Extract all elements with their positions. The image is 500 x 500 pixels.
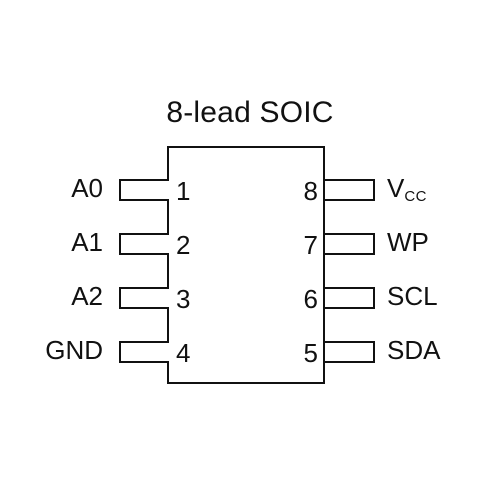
pin-7-number: 7 (303, 230, 318, 260)
pin-8-label-subscript: CC (404, 188, 428, 205)
pin-1-number: 1 (176, 176, 191, 206)
pin-8-label: VCC (387, 173, 427, 208)
pin-8-lead (325, 179, 375, 201)
pin-5-lead (325, 341, 375, 363)
pin-7-label: WP (387, 227, 429, 257)
pin-4-number: 4 (176, 338, 191, 368)
pin-2-lead (119, 233, 169, 255)
pin-7-lead (325, 233, 375, 255)
package-title: 8-lead SOIC (166, 96, 334, 129)
chip-body (167, 146, 325, 384)
pin-4-label: GND (45, 335, 103, 365)
pin-3-label: A2 (71, 281, 103, 311)
pin-2-number: 2 (176, 230, 191, 260)
pin-6-label: SCL (387, 281, 438, 311)
pin-3-lead (119, 287, 169, 309)
pin-4-lead (119, 341, 169, 363)
pin-2-label: A1 (71, 227, 103, 257)
pin-3-number: 3 (176, 284, 191, 314)
pin-1-label: A0 (71, 173, 103, 203)
pin-8-number: 8 (303, 176, 318, 206)
pin-5-number: 5 (303, 338, 318, 368)
pin-1-lead (119, 179, 169, 201)
pin-6-number: 6 (303, 284, 318, 314)
pin-5-label: SDA (387, 335, 441, 365)
pin-8-label-main: V (387, 173, 405, 203)
pin-6-lead (325, 287, 375, 309)
